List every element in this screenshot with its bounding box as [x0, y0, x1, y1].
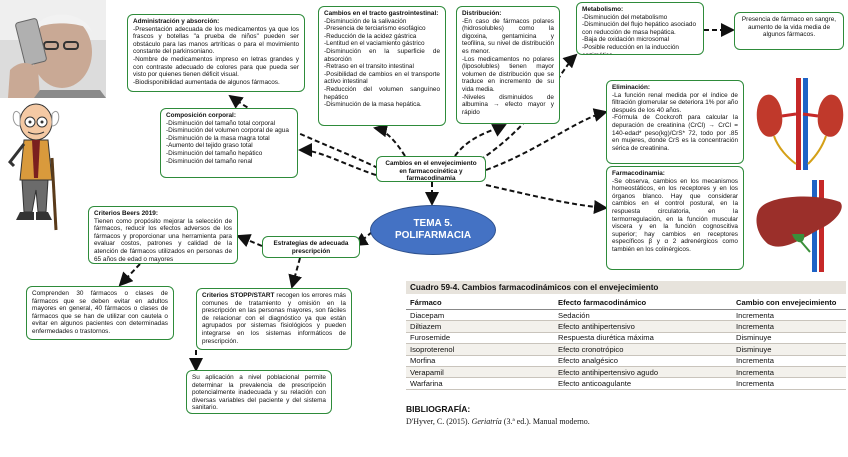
- table-cell: Incrementa: [732, 366, 846, 379]
- elderly-man-cartoon-icon: [2, 100, 66, 236]
- arrow-to-distribucion: [454, 124, 507, 157]
- table-cell: Efecto anticoagulante: [554, 377, 732, 390]
- eliminacion-title: Eliminación:: [612, 84, 650, 91]
- composicion-box: Composición corporal: -Disminución del t…: [160, 108, 298, 178]
- table-cell: Efecto antihipertensivo: [554, 320, 732, 333]
- table-cell: Efecto antihipertensivo agudo: [554, 366, 732, 379]
- arrow-to-gastro: [373, 123, 406, 157]
- gastro-title: Cambios en el tracto gastrointestinal:: [324, 10, 439, 17]
- table-cell: Efecto cronotrópico: [554, 343, 732, 356]
- kidneys-illustration-icon: [752, 78, 848, 170]
- table-cell: Disminuye: [732, 343, 846, 356]
- farmacodinamia-box: Farmacodinamia: -Se observa, cambios en …: [606, 166, 744, 270]
- central-title-line2: POLIFARMACIA: [394, 230, 472, 241]
- metabolismo-body: -Disminución del metabolismo -Disminució…: [582, 13, 697, 54]
- stopp-detail-box: Su aplicación a nivel poblacional permit…: [186, 370, 332, 414]
- farmacodinamia-body: -Se observa, cambios en los mecanismos h…: [612, 177, 738, 253]
- table-cell: Furosemide: [406, 332, 554, 345]
- table-cell: Incrementa: [732, 309, 846, 322]
- table-cell: Sedación: [554, 309, 732, 322]
- gastro-box: Cambios en el tracto gastrointestinal: -…: [318, 6, 446, 126]
- citation-title: Geriatría: [471, 417, 502, 426]
- pharmacodynamics-table: Fármaco Efecto farmacodinámico Cambio co…: [406, 295, 846, 390]
- liver-illustration-icon: [752, 178, 848, 274]
- metab-extra-box: Presencia de fármaco en sangre, aumento …: [734, 12, 844, 50]
- absorcion-title: Administración y absorción:: [133, 18, 220, 25]
- farmacodinamia-title: Farmacodinamia:: [612, 170, 665, 177]
- arrow-to-farmacodinamia: [485, 184, 608, 214]
- table-cell: Verapamil: [406, 366, 554, 379]
- arrow-strategies-to-stopp: [288, 257, 302, 289]
- citation-prefix: D'Hyver, C. (2015).: [406, 417, 472, 426]
- distribucion-title: Distribución:: [462, 10, 502, 17]
- arrow-to-absorcion: [228, 94, 379, 169]
- stopp-title: Criterios STOPP/START: [202, 292, 275, 299]
- table-cell: Diacepam: [406, 309, 554, 322]
- beers-box: Criterios Beers 2019: Tienen como propós…: [88, 206, 238, 264]
- table-cell: Disminuye: [732, 332, 846, 345]
- eliminacion-box: Eliminación: -La función renal medida po…: [606, 80, 744, 164]
- metabolismo-box: Metabolismo: -Disminución del metabolism…: [576, 2, 704, 55]
- beers-body: Tienen como propósito mejorar la selecci…: [94, 217, 232, 263]
- table-cell: Warfarina: [406, 377, 554, 390]
- distribucion-box: Distribución: -En caso de fármacos polar…: [456, 6, 560, 124]
- table-header-cambio: Cambio con envejecimiento: [732, 295, 846, 310]
- beers-detail-body: Comprenden 30 fármacos o clases de fárma…: [32, 290, 168, 335]
- table-cell: Incrementa: [732, 377, 846, 390]
- strategies-text: Estrategias de adecuada prescripción: [273, 240, 349, 255]
- hub-box: Cambios en el envejecimiento en farmacoc…: [376, 156, 486, 182]
- table-cell: Diltiazem: [406, 320, 554, 333]
- arrow-beers-to-detail: [118, 263, 141, 287]
- composicion-body: -Disminución del tamaño total corporal -…: [166, 119, 289, 165]
- table-cell: Incrementa: [732, 320, 846, 333]
- beers-title: Criterios Beers 2019:: [94, 210, 158, 217]
- table-header-farmaco: Fármaco: [406, 295, 554, 310]
- beers-detail-box: Comprenden 30 fármacos o clases de fárma…: [26, 286, 174, 340]
- bibliography-heading: BIBLIOGRAFÍA:: [406, 404, 471, 414]
- central-title-line1: TEMA 5.: [413, 218, 453, 229]
- arrow-to-composicion: [298, 143, 377, 176]
- metab-extra-body: Presencia de fármaco en sangre, aumento …: [741, 16, 837, 39]
- bibliography-citation: D'Hyver, C. (2015). Geriatría (3.ª ed.).…: [406, 417, 836, 426]
- composicion-title: Composición corporal:: [166, 112, 236, 119]
- table-cell: Morfina: [406, 355, 554, 367]
- table-header-efecto: Efecto farmacodinámico: [554, 295, 732, 310]
- citation-suffix: (3.ª ed.). Manual moderno.: [501, 417, 590, 426]
- table-cell: Respuesta diurética máxima: [554, 332, 732, 345]
- metabolismo-title: Metabolismo:: [582, 6, 624, 13]
- gastro-body: -Disminución de la salivación -Presencia…: [324, 17, 440, 109]
- table-cell: Incrementa: [732, 355, 846, 367]
- absorcion-body: -Presentación adecuada de los medicament…: [133, 25, 299, 86]
- eliminacion-body: -La función renal medida por el índice d…: [612, 91, 738, 152]
- arrow-to-eliminacion: [485, 108, 608, 171]
- stopp-body: recogen los errores más comunes de trata…: [202, 292, 347, 345]
- bibliography: BIBLIOGRAFÍA: D'Hyver, C. (2015). Geriat…: [406, 404, 836, 426]
- distribucion-body: -En caso de fármacos polares (hidrosolub…: [462, 17, 554, 116]
- central-topic: TEMA 5. POLIFARMACIA: [370, 205, 496, 255]
- strategies-box: Estrategias de adecuada prescripción: [262, 236, 360, 258]
- table-cell: Efecto analgésico: [554, 355, 732, 367]
- stopp-box: Criterios STOPP/START recogen los errore…: [196, 288, 352, 350]
- arrow-strategies-to-beers: [236, 234, 263, 248]
- table-title: Cuadro 59-4. Cambios farmacodinámicos co…: [406, 281, 846, 294]
- hub-text: Cambios en el envejecimiento en farmacoc…: [385, 160, 477, 182]
- table-cell: Isoproterenol: [406, 343, 554, 356]
- elderly-reading-photo-icon: [0, 0, 106, 98]
- stopp-detail-body: Su aplicación a nivel poblacional permit…: [192, 374, 326, 412]
- absorcion-box: Administración y absorción: -Presentació…: [127, 14, 305, 92]
